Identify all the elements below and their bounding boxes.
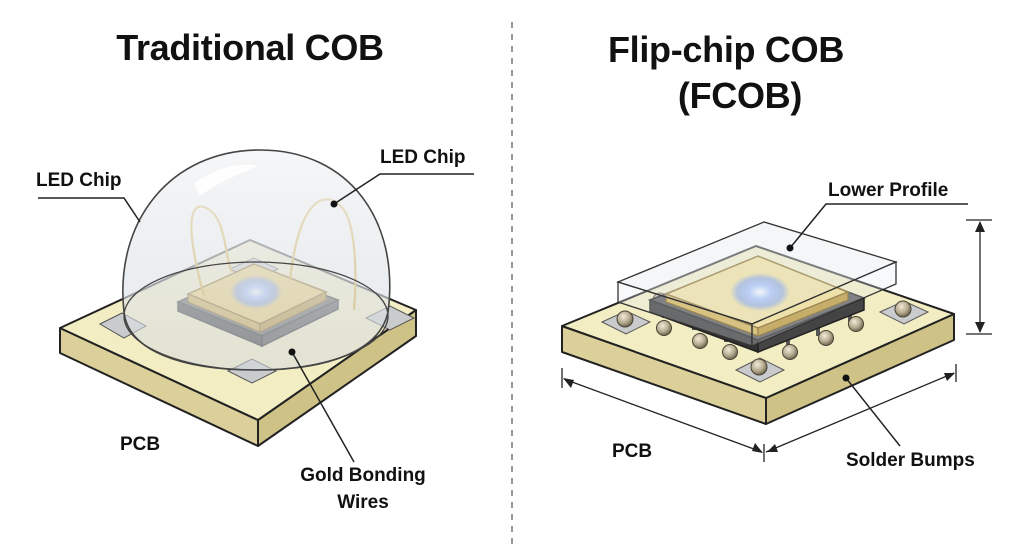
- leader-led-chip-right: [333, 173, 474, 205]
- dim-pcb-left: [563, 378, 763, 453]
- leader-lower-profile: [789, 203, 968, 249]
- encapsulant-right: [751, 261, 897, 347]
- dome-highlight: [194, 164, 258, 196]
- traditional-cob-illustration: [38, 149, 474, 463]
- label-solder-bumps: Solder Bumps: [846, 450, 975, 471]
- fc-substrate-right: [757, 296, 865, 354]
- label-gold-wires-line2: Wires: [337, 492, 389, 513]
- right-title-line1: Flip-chip COB: [607, 29, 845, 70]
- leader-led-chip-left: [38, 197, 141, 223]
- left-title: Traditional COB: [116, 27, 384, 68]
- label-lower-profile: Lower Profile: [828, 180, 949, 201]
- leader-dot-solder-bumps: [842, 374, 850, 382]
- leader-dot-gold-wires: [288, 348, 296, 356]
- dim-arrow-up: [975, 221, 985, 232]
- label-led-chip-right: LED Chip: [380, 147, 466, 168]
- right-title-line2: (FCOB): [677, 75, 803, 116]
- dim-arrow-down: [975, 322, 985, 333]
- leader-dot-lower-profile: [786, 244, 794, 252]
- dim-pcb-right: [765, 372, 955, 453]
- leader-gold-wires: [291, 351, 355, 463]
- dome-base-ring: [123, 261, 389, 371]
- leader-solder-bumps: [845, 377, 901, 447]
- silicone-dome: [122, 149, 391, 371]
- label-gold-bonding-wires: Gold Bonding Wires: [278, 462, 448, 516]
- label-pcb-right: PCB: [612, 441, 653, 462]
- corner-pads: [600, 300, 930, 383]
- label-gold-wires-line1: Gold Bonding: [300, 465, 426, 486]
- label-pcb-left: PCB: [120, 434, 161, 455]
- flip-chip-cob-illustration: [561, 203, 992, 462]
- label-led-chip-left: LED Chip: [36, 170, 122, 191]
- fc-led-chip-right-face: [757, 291, 849, 337]
- leader-dot-led-chip-right: [330, 200, 338, 208]
- led-glow-right: [730, 273, 790, 311]
